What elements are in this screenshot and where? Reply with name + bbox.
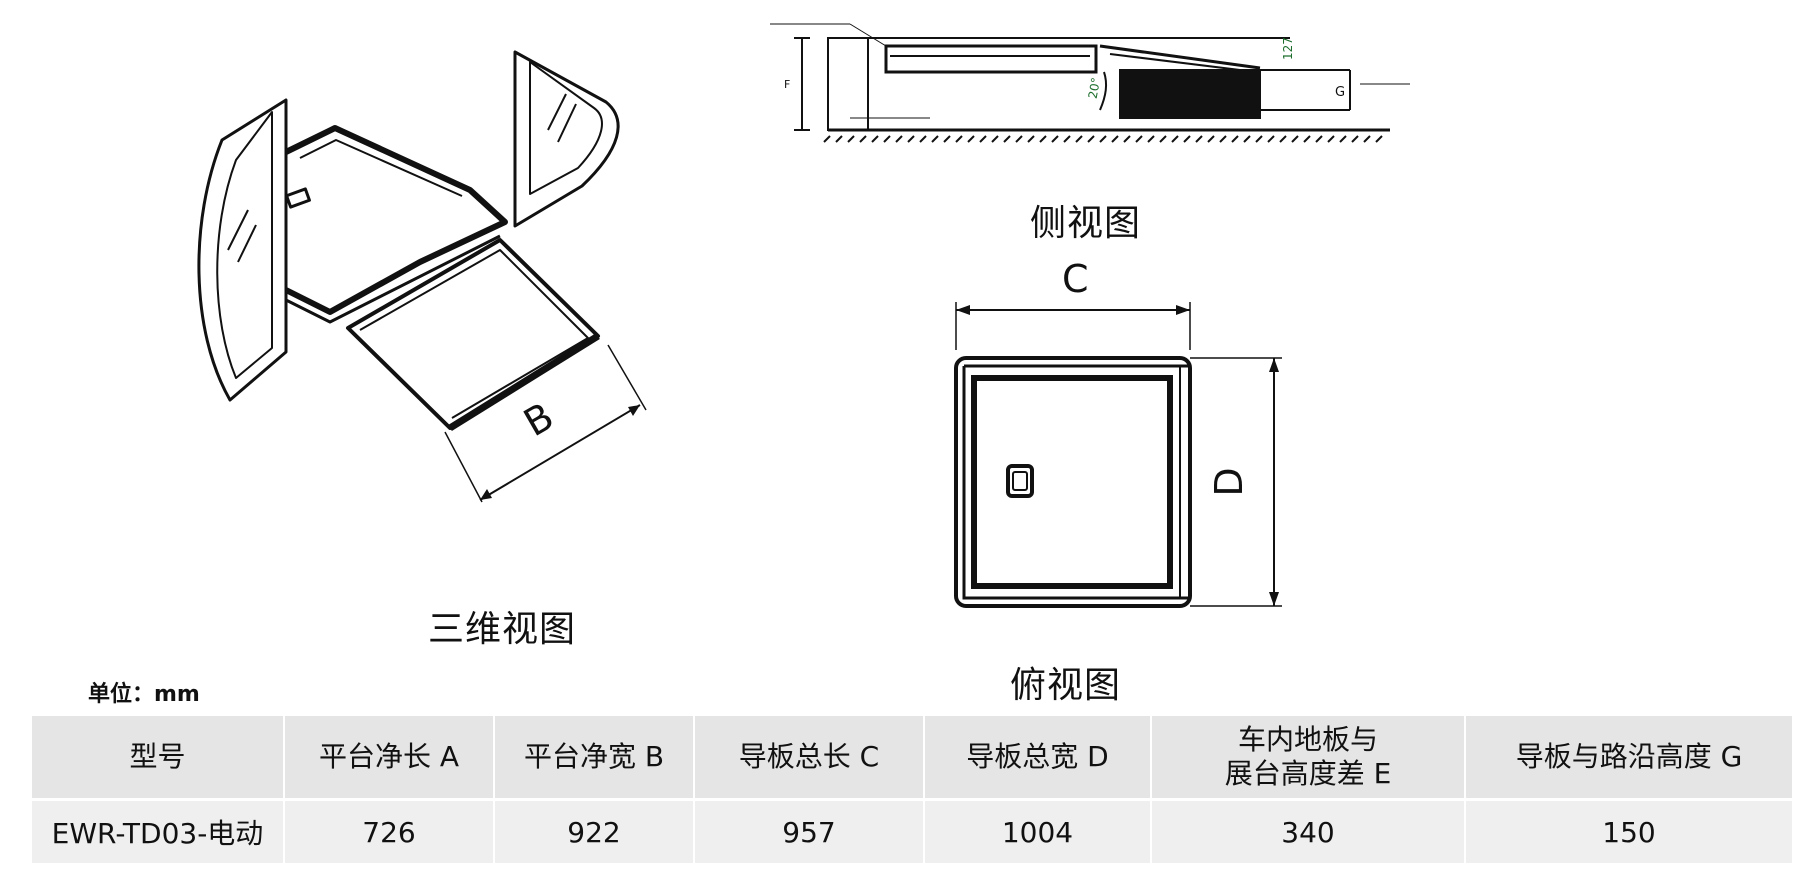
- table-header-row: 型号 平台净长 A 平台净宽 B 导板总长 C 导板总宽 D 车内地板与 展台高…: [30, 716, 1794, 800]
- iso-view-drawing: B: [197, 50, 647, 503]
- angle-label: 20°: [1086, 76, 1103, 99]
- cell-model: EWR-TD03-电动: [30, 798, 285, 863]
- ramp-plate: [346, 238, 600, 430]
- table-row: EWR-TD03-电动 726 922 957 1004 340 150: [30, 798, 1794, 863]
- height-label: 127: [1281, 37, 1295, 60]
- side-view-caption: 侧视图: [1030, 203, 1142, 244]
- header-floor-height-diff-line1: 车内地板与: [1237, 723, 1378, 756]
- handle-icon: [1006, 464, 1034, 498]
- cell-platform-width: 922: [493, 798, 695, 863]
- right-door-panel: [513, 50, 620, 228]
- cell-plate-width: 1004: [923, 798, 1152, 863]
- header-plate-length: 导板总长 C: [693, 716, 925, 800]
- dimension-c-label: C: [1062, 257, 1089, 301]
- header-floor-height-diff: 车内地板与 展台高度差 E: [1150, 716, 1466, 800]
- cell-platform-length: 726: [283, 798, 495, 863]
- header-model: 型号: [30, 716, 285, 800]
- cell-plate-length: 957: [693, 798, 925, 863]
- top-view-drawing: C D: [954, 257, 1282, 608]
- header-floor-height-diff-line2: 展台高度差 E: [1224, 757, 1392, 790]
- top-plate-outline: [954, 356, 1192, 608]
- side-view-drawing: F G 20° 127: [770, 23, 1410, 143]
- dimension-d-label: D: [1207, 467, 1251, 496]
- iso-view-caption: 三维视图: [428, 609, 577, 650]
- dimension-b-label: B: [516, 394, 561, 445]
- header-plate-width: 导板总宽 D: [923, 716, 1152, 800]
- left-door-panel: [197, 98, 288, 402]
- spec-table: 型号 平台净长 A 平台净宽 B 导板总长 C 导板总宽 D 车内地板与 展台高…: [30, 716, 1794, 863]
- dimension-g-label: G: [1335, 85, 1345, 100]
- top-view-caption: 俯视图: [1010, 665, 1122, 706]
- cell-floor-height-diff: 340: [1150, 798, 1466, 863]
- header-curb-height: 导板与路沿高度 G: [1464, 716, 1794, 800]
- header-platform-length: 平台净长 A: [283, 716, 495, 800]
- cell-curb-height: 150: [1464, 798, 1794, 863]
- header-platform-width: 平台净宽 B: [493, 716, 695, 800]
- unit-label: 单位：mm: [88, 682, 200, 707]
- platform-frame: [284, 125, 508, 315]
- dimension-f-label: F: [784, 78, 790, 91]
